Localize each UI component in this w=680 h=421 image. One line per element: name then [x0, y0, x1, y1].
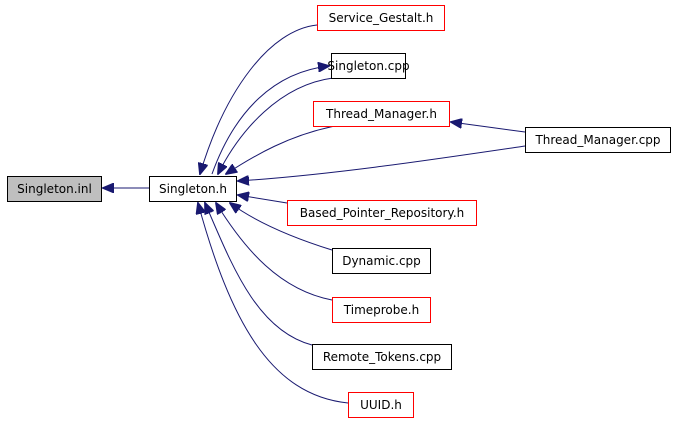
node-label: Thread_Manager.cpp: [534, 133, 660, 147]
edge-singleton-cpp-to-singleton-h: [218, 77, 334, 174]
edges-layer: [103, 24, 526, 404]
node-label: Singleton.cpp: [327, 59, 409, 73]
node-box: [331, 53, 406, 79]
node-remote-tokens-cpp[interactable]: Remote_Tokens.cpp: [312, 344, 452, 370]
edge-based-pointer-repository-h-to-singleton-h: [238, 195, 288, 204]
node-thread-manager-h[interactable]: Thread_Manager.h: [313, 101, 450, 127]
edge-thread-manager-cpp-to-singleton-h: [238, 145, 526, 181]
node-label: Based_Pointer_Repository.h: [300, 206, 464, 220]
node-box: [7, 176, 102, 202]
node-singleton-h[interactable]: Singleton.h: [149, 176, 237, 202]
node-box: [287, 200, 477, 226]
node-label: Dynamic.cpp: [342, 254, 421, 268]
node-box: [332, 248, 431, 274]
node-based-pointer-repository-h[interactable]: Based_Pointer_Repository.h: [287, 200, 477, 226]
node-box: [312, 344, 452, 370]
nodes-layer: Singleton.inl Singleton.h Service_Gestalt.…: [7, 5, 671, 418]
node-thread-manager-cpp[interactable]: Thread_Manager.cpp: [525, 127, 671, 153]
edge-dynamic-cpp-to-singleton-h: [230, 203, 333, 251]
node-label: Service_Gestalt.h: [329, 11, 434, 25]
node-uuid-h[interactable]: UUID.h: [348, 392, 414, 418]
node-singleton-inl[interactable]: Singleton.inl: [7, 176, 102, 202]
node-box: [525, 127, 671, 153]
edge-uuid-h-to-singleton-h: [198, 203, 349, 404]
node-box: [332, 297, 431, 323]
node-label: Singleton.h: [159, 182, 227, 196]
node-label: Remote_Tokens.cpp: [323, 350, 441, 364]
node-singleton-cpp[interactable]: Singleton.cpp: [327, 53, 410, 79]
node-label: Timeprobe.h: [343, 303, 419, 317]
node-service-gestalt-h[interactable]: Service_Gestalt.h: [317, 5, 445, 31]
node-dynamic-cpp[interactable]: Dynamic.cpp: [332, 248, 431, 274]
edge-thread-manager-h-to-singleton-h: [226, 125, 336, 174]
edge-singleton-h-to-singleton-cpp: [211, 66, 329, 175]
edge-remote-tokens-cpp-to-singleton-h: [205, 203, 313, 346]
node-box: [313, 101, 450, 127]
node-box: [348, 392, 414, 418]
node-label: Thread_Manager.h: [325, 107, 437, 121]
node-box: [149, 176, 237, 202]
node-label: UUID.h: [360, 398, 402, 412]
edge-timeprobe-h-to-singleton-h: [216, 203, 333, 301]
edge-thread-manager-cpp-to-thread-manager-h: [451, 122, 526, 133]
edge-service-gestalt-h-to-singleton-h: [200, 24, 318, 174]
node-timeprobe-h[interactable]: Timeprobe.h: [332, 297, 431, 323]
node-label: Singleton.inl: [17, 182, 92, 196]
node-box: [317, 5, 445, 31]
